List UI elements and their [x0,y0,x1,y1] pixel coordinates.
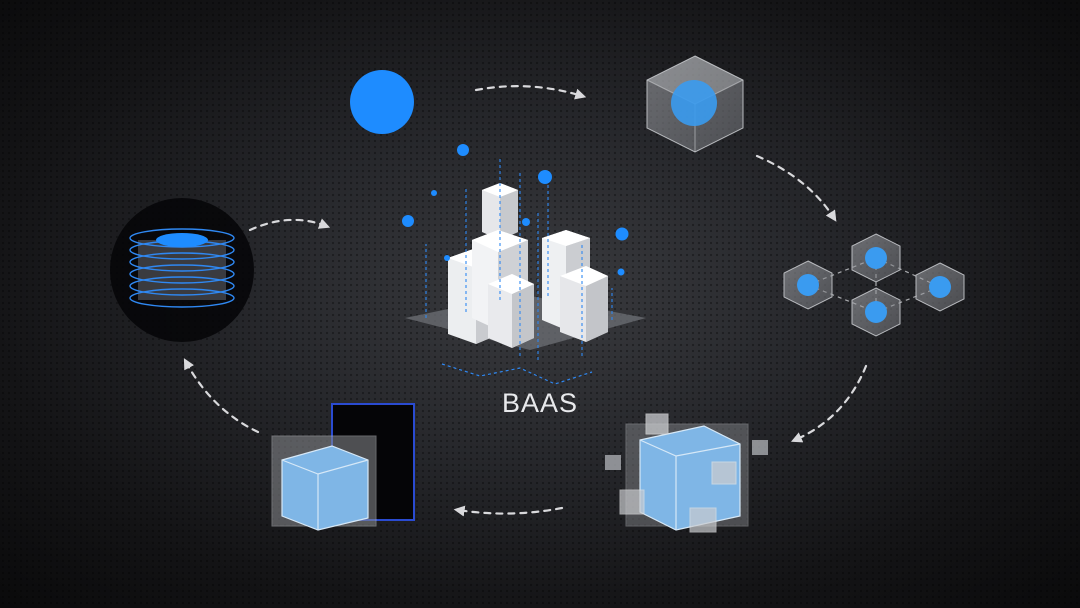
arrow-cube-to-network [755,154,837,222]
network-cube-right [915,262,965,312]
tower-right-low [560,266,608,342]
cube-cluster-icon [605,413,768,533]
arrow-network-to-cluster [790,364,868,443]
small-cube [619,489,645,515]
floating-dots [402,144,629,276]
upward-data-lines [425,158,613,360]
cycle-arrows [183,85,868,517]
database-stack-icon [110,198,254,342]
tower-front [488,274,534,348]
network-cube-top [851,233,901,283]
blue-circle-icon [350,70,414,134]
cube-network-icon [783,233,965,337]
small-cube [711,461,737,485]
network-cube-bottom [851,287,901,337]
arrow-database-to-circle [248,218,331,232]
arrow-panel-to-database [183,358,260,434]
small-cube [645,413,669,435]
center-label: BAAS [501,388,579,418]
tower-back [482,183,518,240]
arrow-circle-to-cube [474,85,587,100]
small-cube [605,455,621,470]
network-cube-left [783,260,833,310]
small-cube [752,440,768,455]
arrow-cluster-to-panel [453,505,564,517]
small-cube [689,507,717,533]
single-cube-icon [646,55,744,153]
city-buildings-icon [402,144,646,385]
cube-panel-icon [271,403,415,531]
